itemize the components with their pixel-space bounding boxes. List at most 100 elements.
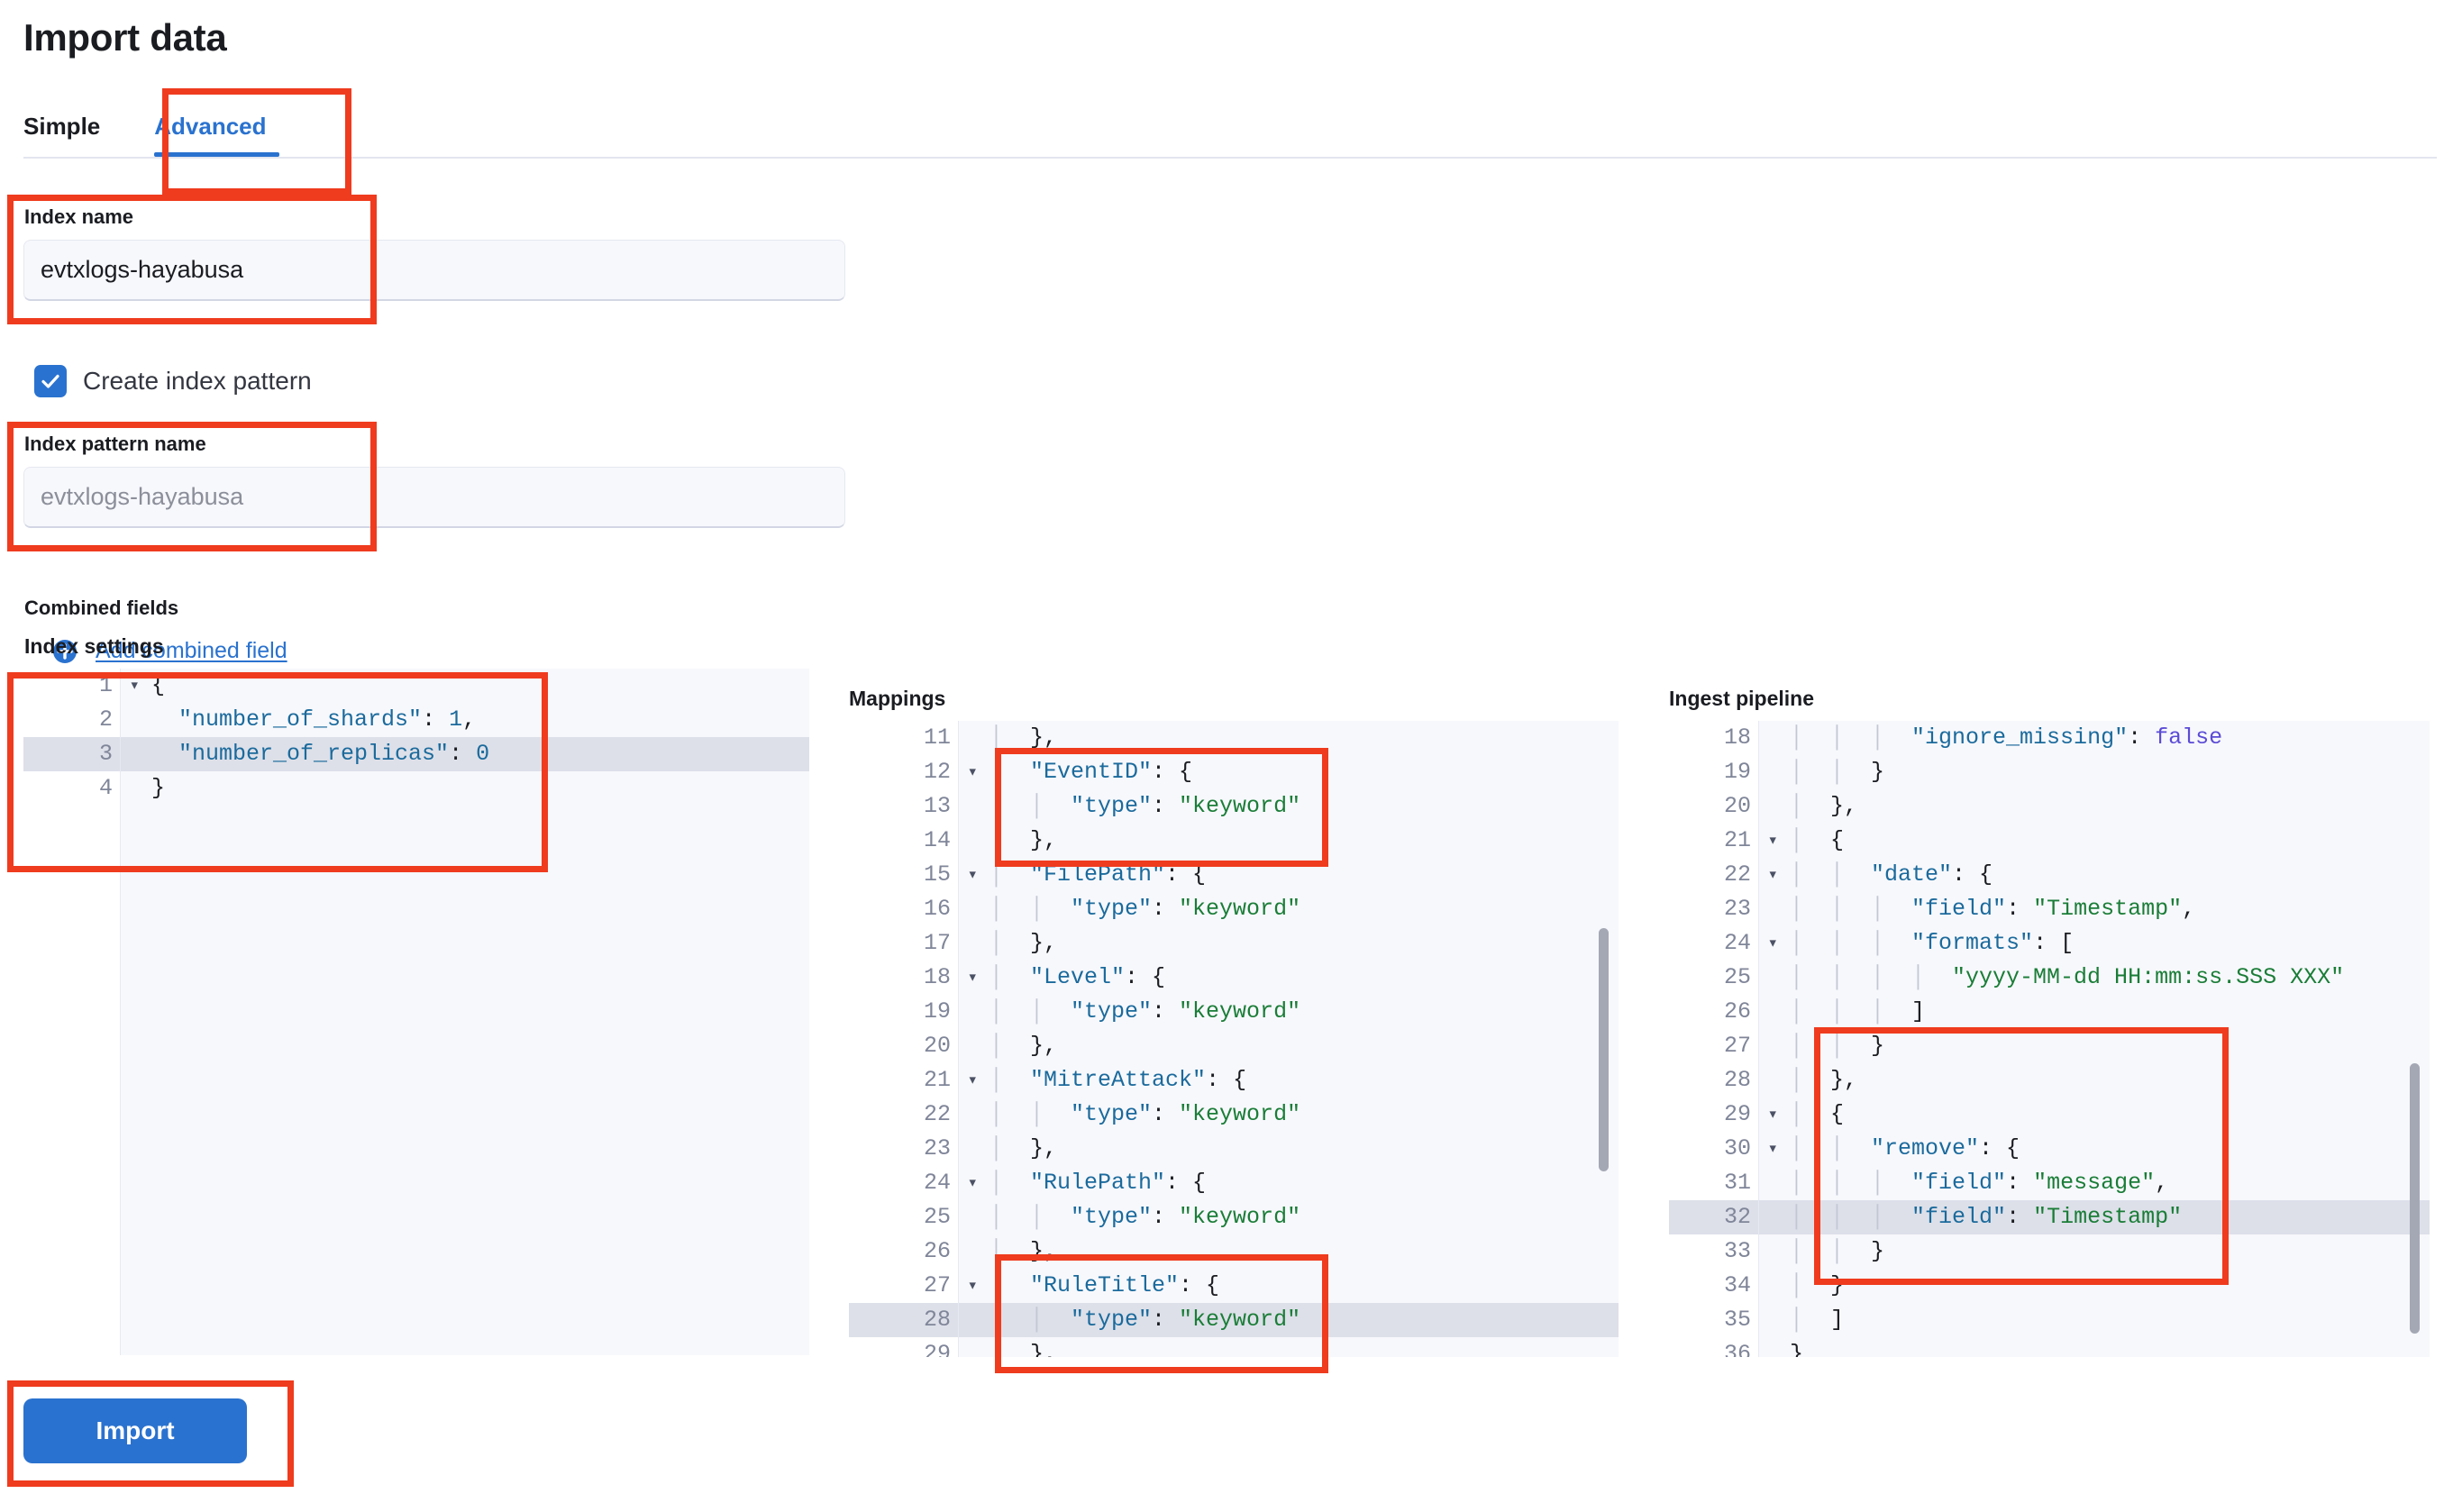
fold-chevron-icon[interactable]: ▾ [1767,1139,1778,1159]
code-line[interactable]: "number_of_replicas": 0 [121,737,809,771]
code-line[interactable]: │ │ │ ] [1790,998,1926,1025]
fold-chevron-icon[interactable]: ▾ [129,676,140,696]
page-title: Import data [23,16,227,59]
code-line[interactable]: │ { [1790,827,1845,853]
code-line[interactable]: │ │ "type": "keyword" [959,1303,1619,1337]
index-pattern-name-input[interactable]: evtxlogs-hayabusa [23,467,845,528]
code-line[interactable]: │ }, [989,724,1058,751]
line-number: 24▾ [1669,926,1778,961]
code-line[interactable]: │ │ │ "ignore_missing": false [1790,724,2223,751]
line-number: 24▾ [849,1166,978,1200]
code-line[interactable]: │ │ } [1790,759,1885,785]
tab-simple[interactable]: Simple [23,113,101,140]
code-line[interactable]: │ │ } [1790,1238,1885,1264]
code-line[interactable]: │ }, [989,1238,1058,1264]
line-number: 28 [1723,1067,1751,1093]
code-line[interactable]: │ "FilePath": { [989,861,1207,888]
code-line[interactable]: │ "EventID": { [989,759,1193,785]
create-index-pattern-row[interactable]: Create index pattern [34,365,312,397]
fold-chevron-icon[interactable]: ▾ [1767,831,1778,851]
code-line[interactable]: │ { [1790,1101,1845,1127]
code-line[interactable]: │ │ "date": { [1790,861,1993,888]
fold-chevron-icon[interactable]: ▾ [967,1276,978,1296]
line-number: 11 [923,724,951,751]
code-line[interactable]: │ │ │ "formats": [ [1790,930,2075,956]
index-pattern-name-label: Index pattern name [24,433,206,455]
code-line[interactable]: │ │ │ "field": "Timestamp", [1790,896,2196,922]
line-number: 16 [923,896,951,922]
index-name-label: Index name [24,205,134,228]
line-number: 4 [98,775,113,801]
code-line[interactable]: } [151,775,166,801]
code-line[interactable]: │ │ } [1790,1033,1885,1059]
code-line[interactable]: │ │ "type": "keyword" [989,896,1301,922]
line-number: 19 [923,998,951,1025]
import-button[interactable]: Import [23,1398,247,1463]
line-number: 2 [98,706,113,733]
code-line[interactable]: │ │ "type": "keyword" [989,1101,1301,1127]
code-line[interactable]: │ ] [1790,1307,1845,1333]
line-number: 18 [1723,724,1751,751]
code-line[interactable]: │ "RulePath": { [989,1170,1207,1196]
fold-chevron-icon[interactable]: ▾ [967,1070,978,1090]
line-number: 21▾ [849,1063,978,1098]
mappings-code[interactable]: │ }, │ "EventID": { │ │ "type": "keyword" │… [959,721,1619,1357]
code-line[interactable]: │ "Level": { [989,964,1166,990]
check-icon [41,374,59,388]
code-line[interactable]: │ "MitreAttack": { [989,1067,1247,1093]
ingest-pipeline-code[interactable]: │ │ │ "ignore_missing": false │ │ } │ }, │ … [1759,721,2430,1357]
code-line[interactable]: │ │ "type": "keyword" [989,793,1301,819]
code-line[interactable]: │ │ "remove": { [1790,1135,2020,1161]
index-settings-code[interactable]: { "number_of_shards": 1, "number_of_repl… [121,669,809,1355]
line-number: 35 [1723,1307,1751,1333]
code-line[interactable]: │ }, [989,1033,1058,1059]
code-line[interactable]: │ │ "type": "keyword" [989,998,1301,1025]
code-line[interactable]: │ "RuleTitle": { [989,1272,1220,1298]
ingest-pipeline-scrollbar[interactable] [2410,1063,2420,1334]
fold-chevron-icon[interactable]: ▾ [1767,1105,1778,1125]
code-line[interactable]: │ }, [989,827,1058,853]
plus-circle-icon [52,639,78,664]
fold-chevron-icon[interactable]: ▾ [967,968,978,988]
line-number: 34 [1723,1272,1751,1298]
line-number: 23 [1723,896,1751,922]
fold-chevron-icon[interactable]: ▾ [967,762,978,782]
line-number: 15▾ [849,858,978,892]
tab-divider [23,157,2437,159]
fold-chevron-icon[interactable]: ▾ [1767,865,1778,885]
line-number: 18▾ [849,961,978,995]
code-line[interactable]: "number_of_shards": 1, [178,706,477,733]
add-combined-field-button[interactable]: Add combined field [52,638,287,664]
code-line[interactable]: │ } [1790,1272,1845,1298]
fold-chevron-icon[interactable]: ▾ [1767,934,1778,953]
code-line[interactable]: │ │ │ │ "yyyy-MM-dd HH:mm:ss.SSS XXX" [1790,964,2345,990]
code-line[interactable]: │ │ "type": "keyword" [989,1204,1301,1230]
line-number: 25 [923,1204,951,1230]
line-number: 33 [1723,1238,1751,1264]
code-line[interactable]: │ }, [989,1135,1058,1161]
code-line[interactable]: { [151,672,166,698]
tab-advanced[interactable]: Advanced [125,113,291,157]
index-name-input[interactable]: evtxlogs-hayabusa [23,240,845,301]
code-line[interactable]: │ }, [989,1341,1058,1357]
code-line[interactable]: │ }, [1790,1067,1858,1093]
line-number: 14 [923,827,951,853]
create-index-pattern-checkbox[interactable] [34,365,67,397]
code-line[interactable]: } [1790,1341,1804,1357]
code-line[interactable]: │ │ │ "field": "message", [1790,1170,2169,1196]
code-line[interactable]: │ │ │ "field": "Timestamp" [1759,1200,2430,1234]
fold-chevron-icon[interactable]: ▾ [967,1173,978,1193]
line-number: 20 [923,1033,951,1059]
combined-fields-label: Combined fields [24,597,179,619]
fold-chevron-icon[interactable]: ▾ [967,865,978,885]
code-line[interactable]: │ }, [989,930,1058,956]
code-line[interactable]: │ }, [1790,793,1858,819]
mappings-scrollbar[interactable] [1599,928,1609,1171]
create-index-pattern-label: Create index pattern [83,367,312,395]
